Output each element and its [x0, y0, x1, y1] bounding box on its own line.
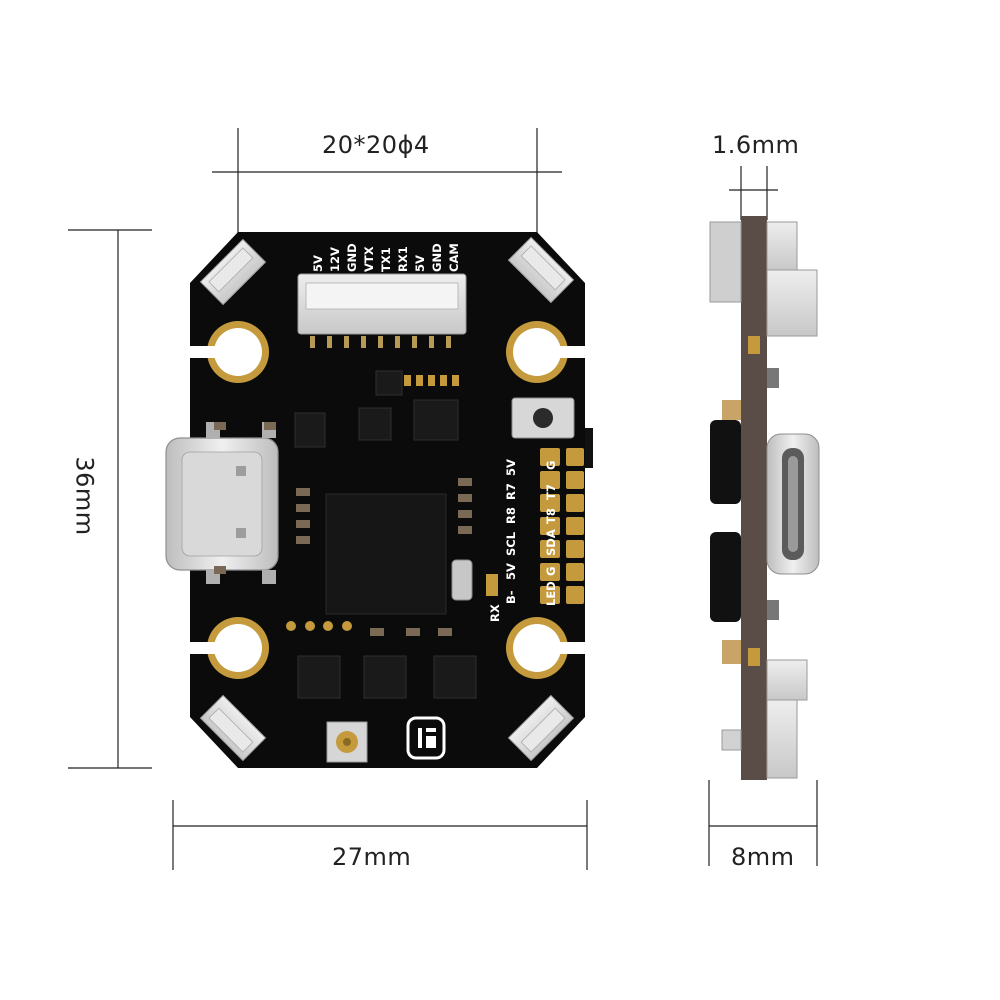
corner-connector-bottom-left — [199, 694, 267, 762]
corner-connector-top-right — [507, 236, 575, 304]
pad-label-r8: R8 — [504, 507, 518, 524]
pin-label-tx1: TX1 — [379, 247, 393, 272]
pad-label-r7: R7 — [504, 483, 518, 500]
side-usb-c — [766, 433, 820, 575]
pad-label-5v: 5V — [504, 459, 518, 476]
side-solder-pads — [540, 448, 584, 604]
mcu-chip — [325, 493, 447, 615]
pad-label-b-minus: B- — [504, 590, 518, 604]
ic-small-5 — [297, 655, 341, 699]
pin-label-gnd-2: GND — [430, 243, 444, 272]
pin-label-gnd: GND — [345, 243, 359, 272]
pad-label-g-2: G — [544, 567, 558, 576]
depth-label: 8mm — [731, 843, 795, 871]
brand-logo — [406, 716, 446, 760]
pad-label-scl: SCL — [504, 531, 518, 556]
pad-label-t8: T8 — [544, 508, 558, 524]
ic-small-6 — [363, 655, 407, 699]
corner-connector-top-left — [199, 238, 267, 306]
ic-small-1 — [375, 370, 403, 396]
pin-label-vtx: VTX — [362, 246, 376, 272]
usb-c-port — [165, 422, 279, 584]
pad-label-rx: RX — [488, 604, 502, 622]
ic-small-3 — [294, 412, 326, 448]
passive-components — [214, 422, 472, 636]
crystal — [451, 559, 473, 601]
board-thickness-label: 1.6mm — [712, 131, 800, 159]
side-left-capacitor-1 — [710, 420, 741, 504]
pad-label-led: LED — [544, 581, 558, 606]
test-pads — [286, 621, 352, 631]
ic-small-7 — [433, 655, 477, 699]
ufl-antenna-connector — [326, 721, 368, 763]
side-pcb-edge — [741, 216, 767, 780]
board-side-view — [709, 216, 820, 780]
pad-label-t7: T7 — [544, 484, 558, 500]
mount-hole-bottom-right — [506, 617, 585, 679]
ic-small-4 — [358, 407, 392, 441]
width-label: 27mm — [332, 843, 412, 871]
mount-hole-top-right — [506, 321, 585, 383]
ic-small-2 — [413, 399, 459, 441]
pad-label-sda: SDA — [544, 529, 558, 556]
side-top-left-block — [709, 221, 742, 303]
smd-pad-row — [404, 375, 459, 386]
mount-hole-bottom-left — [190, 617, 269, 679]
side-pad-labels: 5V R7 R8 SCL 5V B- G T7 T8 SDA G LED RX — [488, 459, 558, 622]
mount-hole-top-left — [190, 321, 269, 383]
top-connector-pin-labels: 5V 12V GND VTX TX1 RX1 5V GND CAM — [311, 243, 461, 272]
pad-label-g: G — [544, 461, 558, 470]
pin-label-5v-2: 5V — [413, 255, 427, 272]
side-bottom-connector — [766, 659, 808, 779]
pin-label-rx1: RX1 — [396, 246, 410, 272]
side-top-connector — [766, 221, 818, 337]
board-front-view: 5V 12V GND VTX TX1 RX1 5V GND CAM — [165, 232, 593, 768]
side-left-capacitor-2 — [710, 532, 741, 622]
edge-tab — [585, 428, 593, 468]
mount-pattern-label: 20*20ϕ4 — [322, 131, 430, 159]
pin-label-cam: CAM — [447, 243, 461, 272]
boot-button — [511, 397, 575, 439]
top-9pin-connector — [297, 273, 467, 348]
corner-connector-bottom-right — [507, 694, 575, 762]
pin-label-12v: 12V — [328, 247, 342, 272]
pad-label-5v-2: 5V — [504, 563, 518, 580]
pin-label-5v: 5V — [311, 255, 325, 272]
rx-pad — [486, 574, 498, 596]
